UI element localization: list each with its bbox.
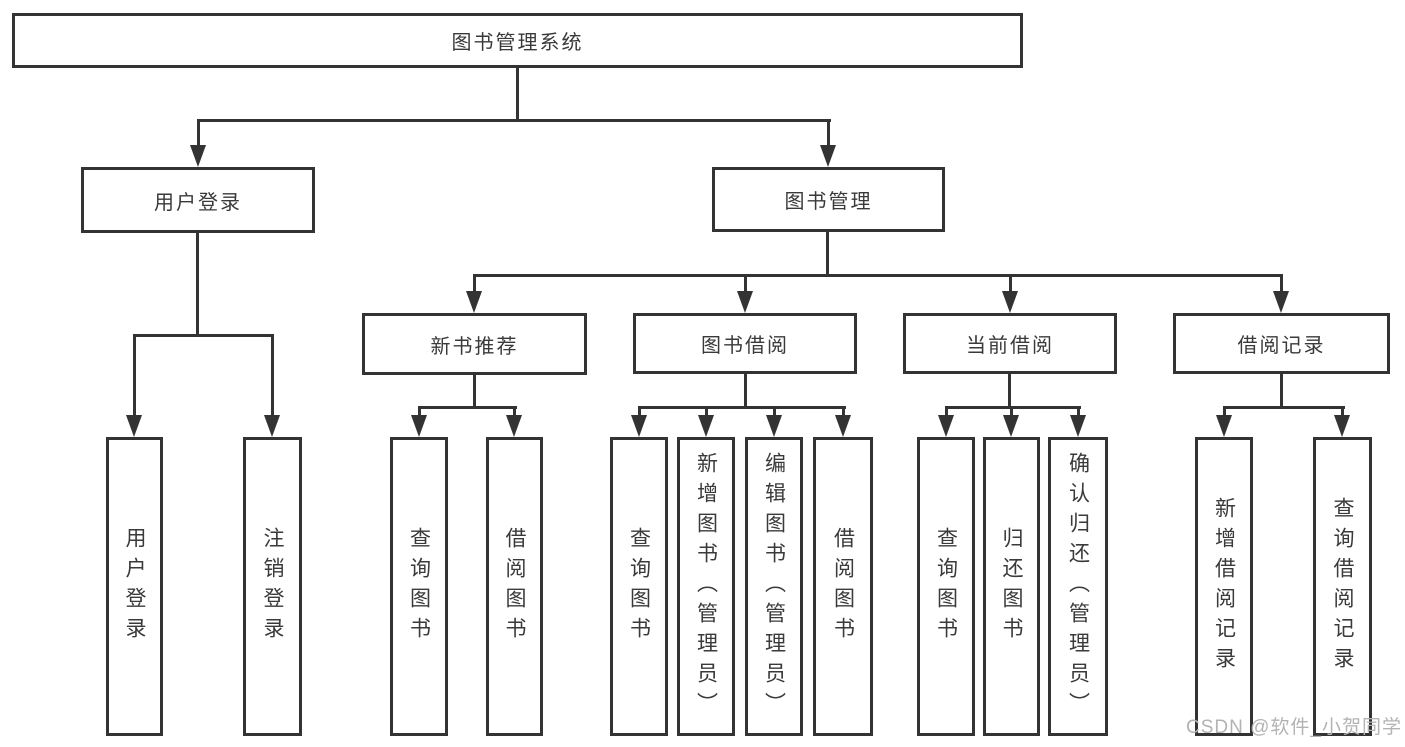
- node-label: 借阅记录: [1237, 335, 1326, 357]
- arrow-down-icon: [466, 291, 482, 313]
- node-label: 新增借阅记录: [1212, 496, 1236, 677]
- node-label: 图书管理系统: [451, 32, 584, 54]
- node-label: 查询借阅记录: [1331, 496, 1354, 677]
- connector-drop: [271, 334, 274, 419]
- arrow-down-icon: [938, 415, 954, 437]
- node-query-books-borrow: 查询图书: [610, 437, 668, 736]
- arrow-down-icon: [835, 415, 851, 437]
- node-label: 新书推荐: [430, 335, 519, 358]
- node-borrow-records: 借阅记录: [1173, 313, 1390, 374]
- node-label: 图书管理: [784, 191, 873, 213]
- connector-bus: [945, 406, 1081, 409]
- node-label: 查询图书: [407, 526, 431, 647]
- node-edit-books-admin: 编辑图书（管理员）: [745, 437, 803, 736]
- node-user-login-leaf: 用户登录: [106, 437, 163, 736]
- arrow-down-icon: [820, 145, 836, 167]
- node-label: 确认归还（管理员）: [1066, 451, 1090, 722]
- node-new-book-recommend: 新书推荐: [362, 313, 587, 375]
- arrow-down-icon: [766, 415, 782, 437]
- connector-drop: [842, 406, 845, 418]
- arrow-down-icon: [126, 415, 142, 437]
- connector-drop: [744, 274, 747, 292]
- node-label: 注销登录: [261, 526, 284, 647]
- connector-drop: [133, 334, 136, 419]
- connector-stem: [744, 372, 747, 409]
- connector-drop: [945, 406, 948, 418]
- arrow-down-icon: [631, 415, 647, 437]
- arrow-down-icon: [1070, 415, 1086, 437]
- connector-bus: [1223, 406, 1345, 409]
- arrow-down-icon: [1334, 415, 1350, 437]
- node-logout: 注销登录: [243, 437, 302, 736]
- connector-drop: [705, 406, 708, 418]
- node-label: 用户登录: [123, 526, 146, 647]
- arrow-down-icon: [1273, 291, 1289, 313]
- node-label: 用户登录: [154, 191, 242, 214]
- connector-login-bus: [133, 334, 274, 337]
- connector-bus: [418, 406, 517, 409]
- connector-stem: [1008, 372, 1011, 409]
- node-current-borrow: 当前借阅: [903, 313, 1117, 374]
- connector-drop: [1223, 406, 1226, 418]
- node-label: 图书借阅: [701, 335, 789, 357]
- node-query-books-recommend: 查询图书: [390, 437, 448, 736]
- arrow-down-icon: [506, 415, 522, 437]
- connector-drop: [1341, 406, 1344, 418]
- connector-drop: [1077, 406, 1080, 418]
- connector-mgmt-bus: [473, 274, 1283, 277]
- connector-drop: [1009, 274, 1012, 292]
- connector-drop: [473, 274, 476, 292]
- arrow-down-icon: [1003, 415, 1019, 437]
- connector-drop: [513, 406, 516, 418]
- node-query-books-current: 查询图书: [917, 437, 975, 736]
- arrow-down-icon: [1002, 291, 1018, 313]
- node-label: 借阅图书: [503, 526, 526, 647]
- node-label: 新增图书（管理员）: [694, 451, 718, 722]
- arrow-down-icon: [190, 145, 206, 167]
- arrow-down-icon: [737, 291, 753, 313]
- connector-drop-login: [197, 119, 200, 149]
- node-book-borrow: 图书借阅: [633, 313, 857, 374]
- node-root: 图书管理系统: [12, 13, 1023, 68]
- node-label: 查询图书: [627, 526, 651, 647]
- connector-mgmt-stem: [826, 230, 829, 277]
- node-label: 查询图书: [934, 526, 958, 647]
- node-label: 编辑图书（管理员）: [762, 451, 786, 722]
- connector-drop: [1010, 406, 1013, 418]
- connector-drop: [1280, 274, 1283, 292]
- connector-login-stem: [196, 231, 199, 337]
- connector-drop-mgmt: [827, 119, 830, 149]
- connector-bus: [638, 406, 846, 409]
- node-add-books-admin: 新增图书（管理员）: [677, 437, 735, 736]
- node-add-borrow-record: 新增借阅记录: [1195, 437, 1253, 736]
- node-user-login-branch: 用户登录: [81, 167, 315, 233]
- node-book-management: 图书管理: [712, 167, 945, 232]
- node-borrow-books: 借阅图书: [813, 437, 873, 736]
- csdn-watermark: CSDN @软件_小贺同学: [1186, 717, 1402, 738]
- connector-drop: [773, 406, 776, 418]
- arrow-down-icon: [698, 415, 714, 437]
- node-borrow-books-recommend: 借阅图书: [486, 437, 543, 736]
- node-label: 借阅图书: [831, 526, 855, 647]
- connector-drop: [418, 406, 421, 418]
- node-query-borrow-record: 查询借阅记录: [1313, 437, 1372, 736]
- connector-root-stem: [516, 66, 519, 122]
- connector-root-bus: [197, 119, 831, 122]
- connector-stem: [473, 373, 476, 409]
- connector-stem: [1280, 372, 1283, 409]
- node-return-books: 归还图书: [983, 437, 1040, 736]
- node-label: 归还图书: [1000, 526, 1023, 647]
- node-label: 当前借阅: [966, 335, 1054, 357]
- node-confirm-return-admin: 确认归还（管理员）: [1048, 437, 1108, 736]
- arrow-down-icon: [264, 415, 280, 437]
- arrow-down-icon: [1216, 415, 1232, 437]
- arrow-down-icon: [411, 415, 427, 437]
- connector-drop: [638, 406, 641, 418]
